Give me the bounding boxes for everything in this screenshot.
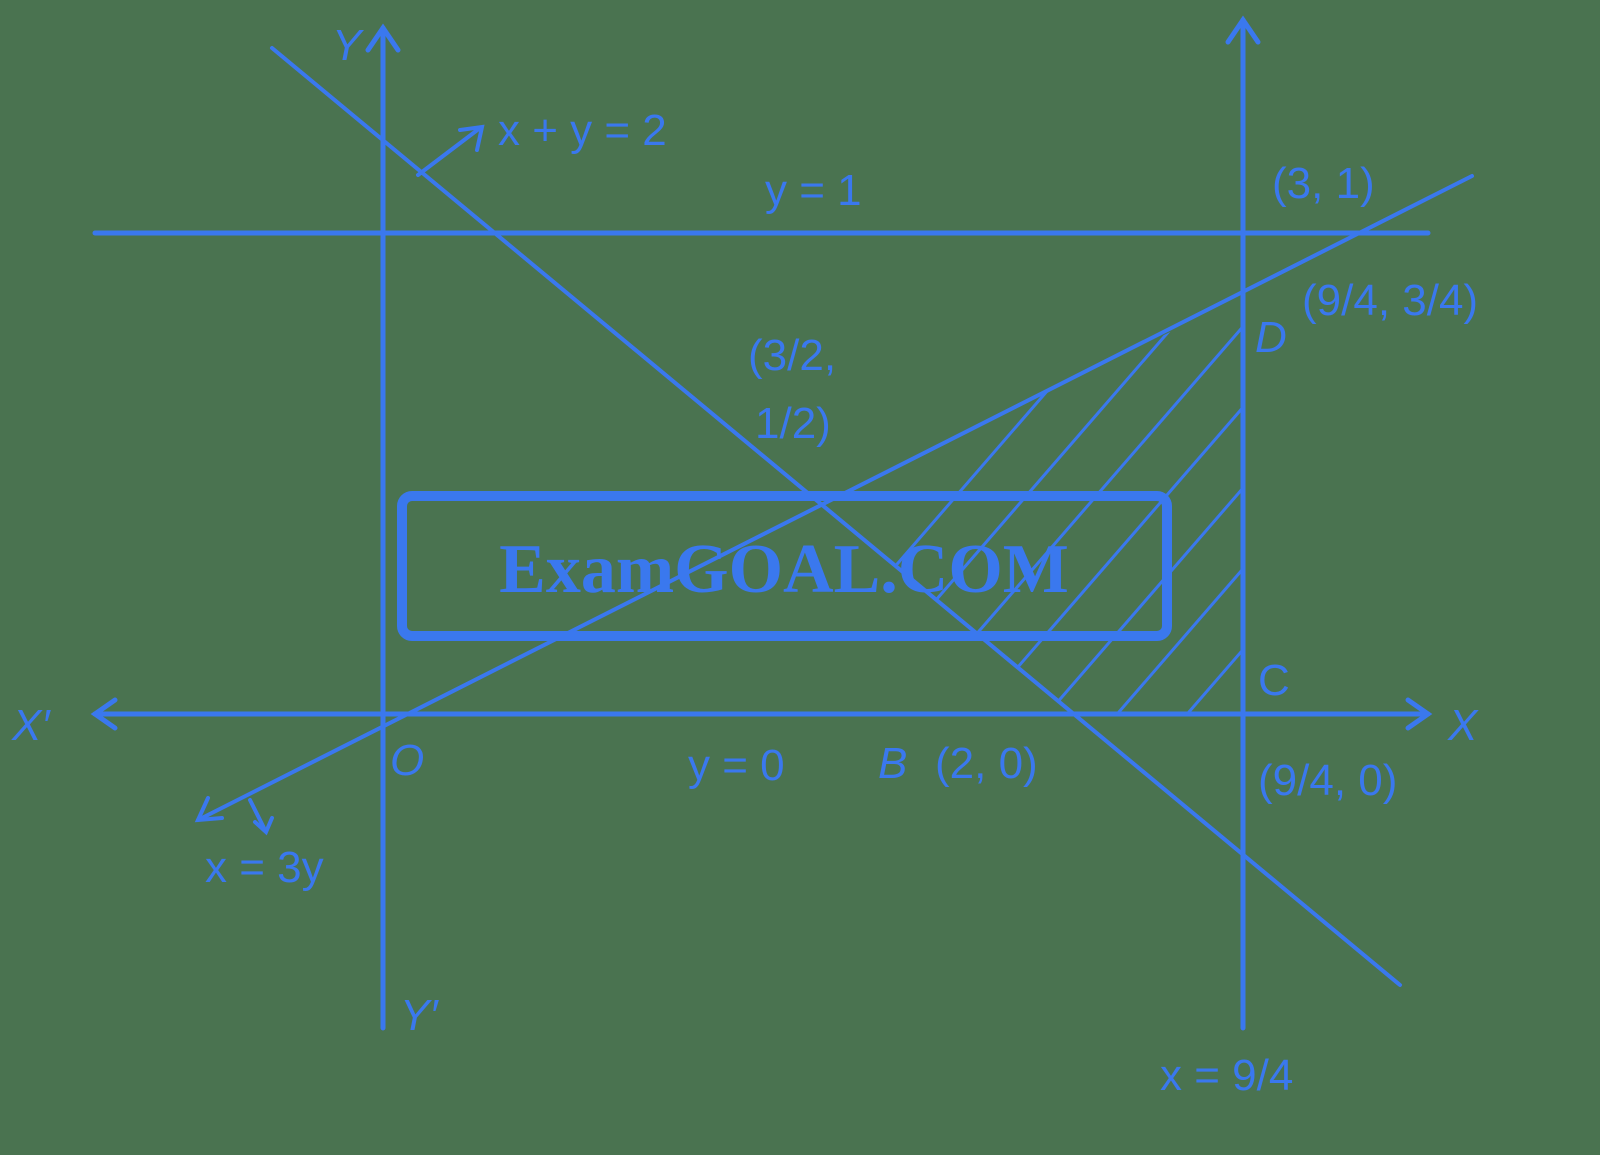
y-axis-label: Y — [332, 21, 364, 70]
x-axis-arrow-icon — [1405, 697, 1433, 731]
line-x-9-4-arrow-icon — [1225, 15, 1261, 45]
feasible-region-hatching — [820, 297, 1243, 714]
x-axis-label: X — [1447, 701, 1479, 750]
label-point-3-1: (3, 1) — [1272, 159, 1375, 208]
label-y-1: y = 1 — [765, 166, 862, 215]
x-3y-direction-arrow — [248, 798, 267, 832]
label-intersection-line2: 1/2) — [755, 399, 831, 448]
label-point-B: B — [878, 739, 907, 788]
line-x-plus-y-2 — [270, 46, 1402, 987]
x-neg-axis-label: X′ — [11, 701, 51, 750]
x-neg-arrow-icon — [90, 697, 118, 731]
x-plus-y-arrow-icon — [458, 124, 485, 152]
label-x-3y: x = 3y — [205, 843, 324, 892]
origin-label: O — [390, 736, 424, 785]
label-B-coords: (2, 0) — [935, 739, 1038, 788]
label-x-plus-y-2: x + y = 2 — [498, 106, 667, 155]
y-axis-arrow-icon — [365, 23, 401, 53]
x-plus-y-direction-arrow — [416, 126, 482, 177]
label-intersection-line1: (3/2, — [748, 331, 836, 380]
label-x-9-4: x = 9/4 — [1160, 1051, 1293, 1100]
x-3y-direction-arrow-icon — [253, 816, 274, 836]
label-D-coords: (9/4, 3/4) — [1302, 276, 1478, 325]
x-3y-arrow-icon — [194, 796, 224, 823]
watermark-box — [397, 491, 1172, 641]
watermark-text: ExamGOAL.COM — [499, 531, 1069, 608]
label-point-D: D — [1255, 313, 1287, 362]
y-neg-axis-label: Y′ — [400, 991, 439, 1040]
label-y-0: y = 0 — [688, 741, 785, 790]
label-C-coords: (9/4, 0) — [1258, 756, 1397, 805]
label-point-C: C — [1258, 656, 1290, 705]
